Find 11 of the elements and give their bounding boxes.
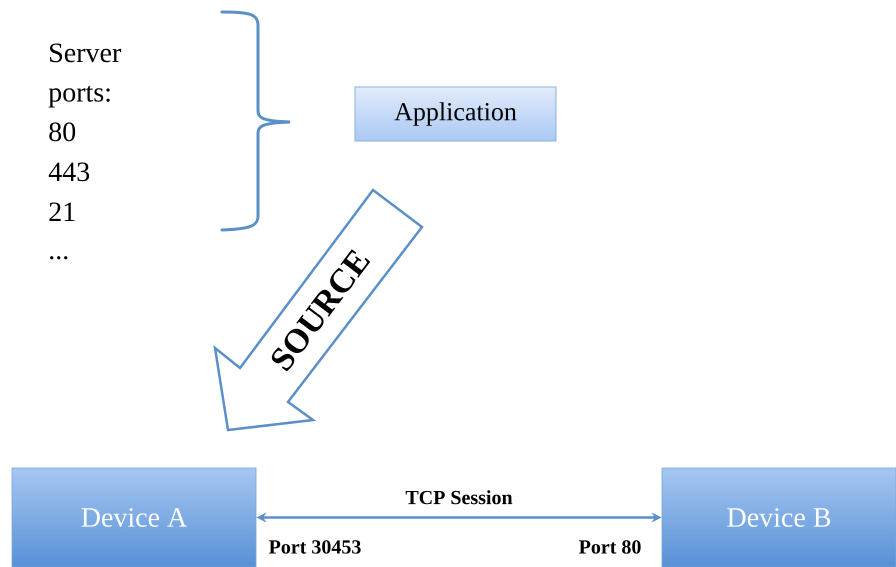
edge-label: TCP Session xyxy=(406,490,512,504)
label-text: ... xyxy=(50,256,68,260)
label-text: Server ports: xyxy=(48,43,122,108)
label-text: 21 xyxy=(49,202,75,221)
device-box: Device B xyxy=(662,468,896,567)
port-label: Port 80 xyxy=(579,540,641,554)
device-box: Device A xyxy=(12,468,256,567)
label-text: 80 xyxy=(49,122,76,142)
port-label: Port 30453 xyxy=(268,540,361,554)
label-text: 443 xyxy=(48,162,90,182)
application-box: Application xyxy=(354,86,556,142)
